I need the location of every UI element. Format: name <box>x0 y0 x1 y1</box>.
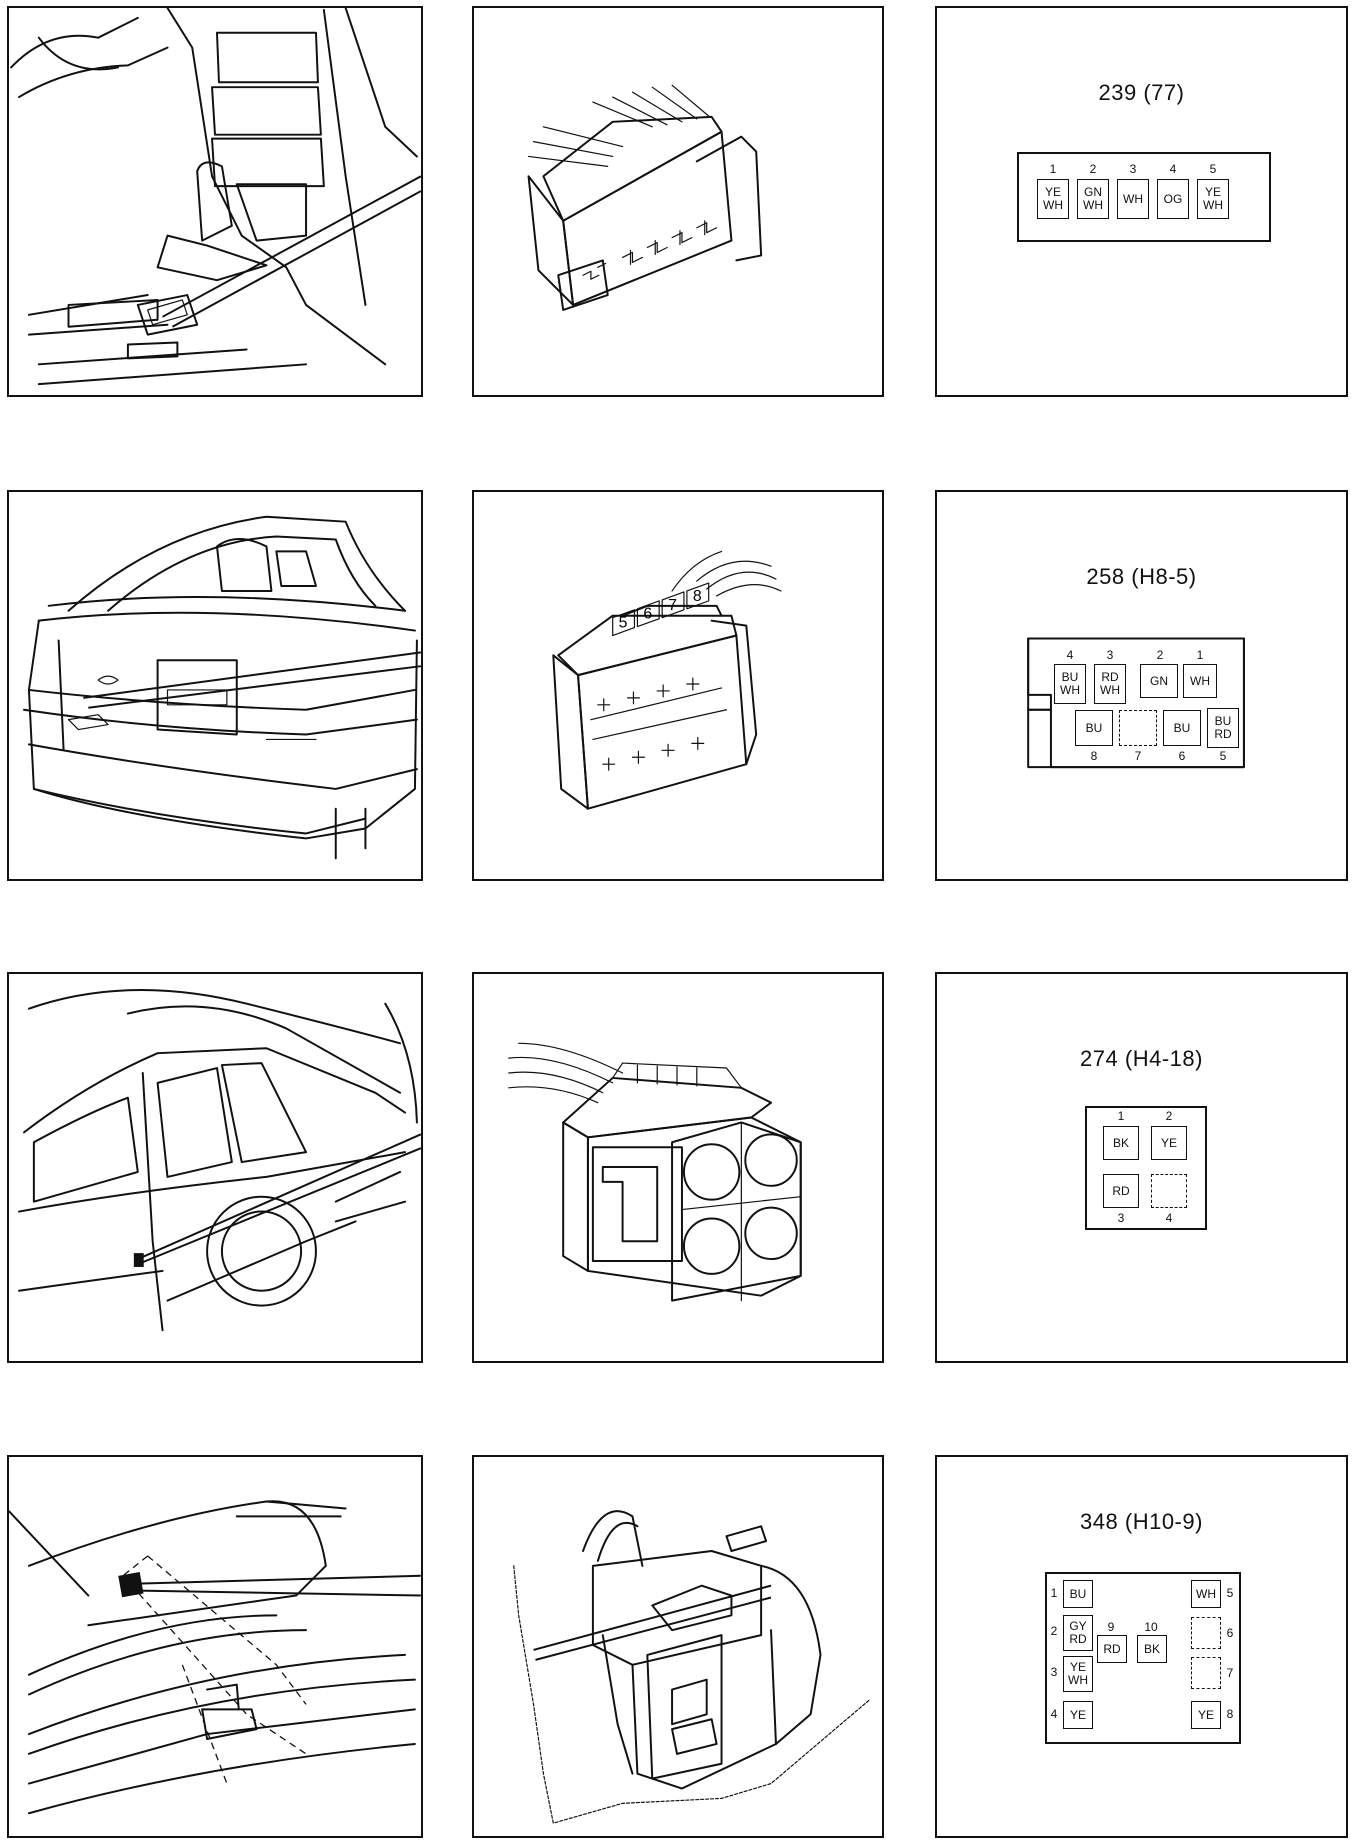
pinout-panel-274: 274 (H4-18) 1 2 BK YE RD 3 4 <box>935 972 1348 1363</box>
pin-274-1: BK <box>1103 1126 1139 1160</box>
pin-number: 5 <box>1219 749 1227 763</box>
pin-348-1: BU <box>1063 1580 1093 1608</box>
pin-number: 2 <box>1089 162 1097 176</box>
pin-number: 7 <box>1134 749 1142 763</box>
pin-number: 10 <box>1144 1620 1158 1634</box>
pin-number: 1 <box>1049 162 1057 176</box>
connector-239-drawing <box>527 84 763 311</box>
cavity-label: 5 <box>619 615 628 632</box>
cavity-label: 7 <box>668 597 677 614</box>
connector-258-body <box>1027 637 1245 769</box>
pin-258-8: BU <box>1075 710 1113 746</box>
connector-title: 258 (H8-5) <box>1086 564 1197 589</box>
connector-258-cavity-labels: 5 6 7 8 <box>612 582 710 637</box>
pin-number: 6 <box>1226 1626 1234 1640</box>
cavity-label: 8 <box>693 588 702 605</box>
pin-348-9: RD <box>1097 1635 1127 1663</box>
pin-number: 4 <box>1066 648 1074 662</box>
connector-title: 274 (H4-18) <box>1080 1046 1203 1071</box>
cavity-label: 6 <box>643 606 652 623</box>
pin-348-8: YE <box>1191 1701 1221 1729</box>
connector-illustration-348 <box>472 1455 884 1838</box>
pin-239-3: WH <box>1117 179 1149 219</box>
pin-number: 2 <box>1050 1624 1058 1638</box>
pin-number: 5 <box>1226 1586 1234 1600</box>
pin-348-6 <box>1191 1617 1221 1649</box>
pin-348-5: WH <box>1191 1580 1221 1608</box>
door-trim-drawing <box>9 1500 421 1815</box>
pin-number: 4 <box>1050 1707 1058 1721</box>
location-illustration-door-trim <box>7 1455 423 1838</box>
pin-number: 2 <box>1165 1109 1173 1123</box>
pin-number: 9 <box>1107 1620 1115 1634</box>
pin-239-4: OG <box>1157 179 1189 219</box>
pin-258-7 <box>1119 710 1157 746</box>
pin-274-4 <box>1151 1174 1187 1208</box>
pin-274-3: RD <box>1103 1174 1139 1208</box>
pin-number: 4 <box>1169 162 1177 176</box>
pin-number: 1 <box>1196 648 1204 662</box>
pin-348-10: BK <box>1137 1635 1167 1663</box>
connector-title: 348 (H10-9) <box>1080 1509 1203 1534</box>
location-illustration-center-console <box>7 6 423 397</box>
pin-number: 4 <box>1165 1211 1173 1225</box>
pin-274-2: YE <box>1151 1126 1187 1160</box>
connector-illustration-274 <box>472 972 884 1363</box>
pin-number: 7 <box>1226 1666 1234 1680</box>
center-console-drawing <box>10 8 421 386</box>
pin-258-1: WH <box>1183 664 1217 698</box>
pin-number: 8 <box>1090 749 1098 763</box>
connector-258-drawing: 5 6 7 8 <box>552 550 782 810</box>
connector-274-drawing <box>508 1042 802 1302</box>
connector-illustration-239 <box>472 6 884 397</box>
connector-239-terminals <box>582 220 718 280</box>
pin-258-6: BU <box>1163 710 1201 746</box>
rear-trunk-drawing <box>22 515 421 860</box>
pin-number: 3 <box>1106 648 1114 662</box>
pin-number: 2 <box>1156 648 1164 662</box>
pin-348-7 <box>1191 1657 1221 1689</box>
connector-258-terminals <box>590 677 728 771</box>
pin-number: 1 <box>1050 1586 1058 1600</box>
pin-number: 5 <box>1209 162 1217 176</box>
pin-number: 8 <box>1226 1707 1234 1721</box>
connector-348-drawing <box>513 1510 871 1824</box>
pin-258-2: GN <box>1140 664 1178 698</box>
rear-door-drawing <box>18 989 421 1332</box>
pin-number: 3 <box>1117 1211 1125 1225</box>
pin-number: 1 <box>1117 1109 1125 1123</box>
pin-number: 3 <box>1050 1665 1058 1679</box>
pin-number: 3 <box>1129 162 1137 176</box>
connector-274-body <box>1085 1106 1207 1230</box>
pin-348-4: YE <box>1063 1701 1093 1729</box>
connector-illustration-258: 5 6 7 8 <box>472 490 884 881</box>
location-illustration-rear-trunk <box>7 490 423 881</box>
connector-title: 239 (77) <box>1098 80 1185 105</box>
pin-number: 6 <box>1178 749 1186 763</box>
location-illustration-rear-door <box>7 972 423 1363</box>
